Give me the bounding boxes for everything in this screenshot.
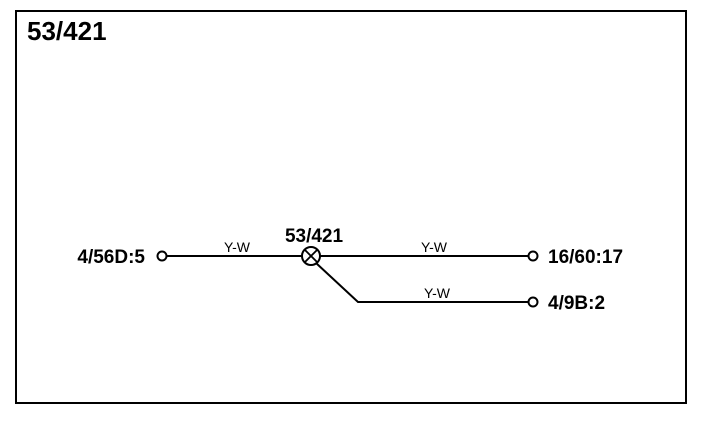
connector-label-right-bottom: 4/9B:2 [548, 293, 605, 314]
terminal-left [156, 250, 168, 262]
terminal-right-top [527, 250, 539, 262]
page-title: 53/421 [27, 16, 107, 46]
wire-label-right-bottom: Y-W [424, 285, 451, 301]
wire-label-left: Y-W [224, 239, 251, 255]
wire-right-bottom [315, 262, 528, 303]
connector-label-left: 4/56D:5 [77, 247, 145, 268]
splice-label: 53/421 [285, 226, 344, 247]
terminal-right-bottom [527, 296, 539, 308]
connector-label-right-top: 16/60:17 [548, 247, 623, 268]
diagram-frame: 53/421 [15, 10, 687, 404]
wire-label-right-top: Y-W [421, 239, 448, 255]
splice-icon [301, 246, 321, 266]
